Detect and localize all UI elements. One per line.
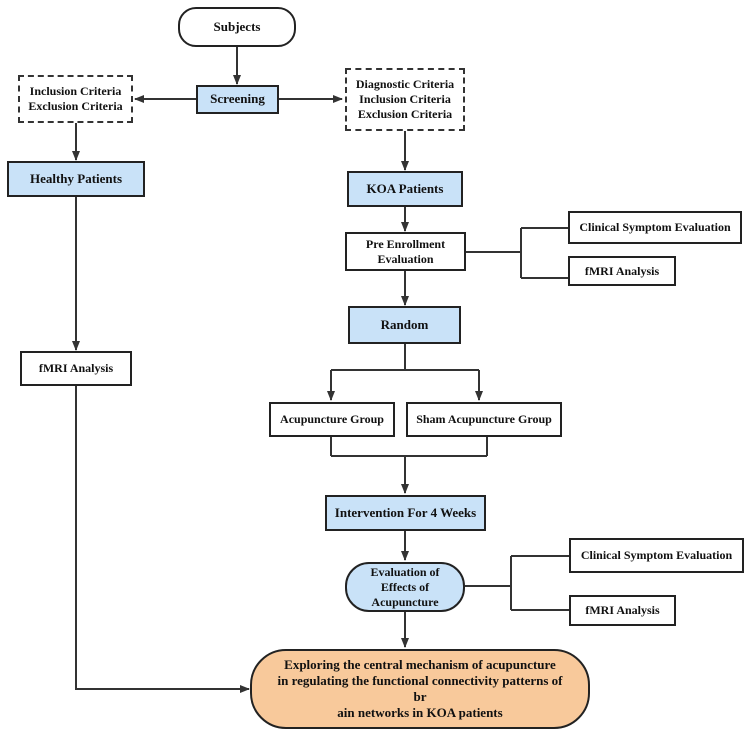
sham-acupuncture-group-node: Sham Acupuncture Group xyxy=(406,402,562,437)
clinical-evaluation-post-label: Clinical Symptom Evaluation xyxy=(580,548,733,562)
evaluation-effects-label: Evaluation of Effects of Acupuncture xyxy=(370,564,440,609)
pre-enrollment-label: Pre Enrollment Evaluation xyxy=(365,236,446,266)
clinical-evaluation-post-node: Clinical Symptom Evaluation xyxy=(569,538,744,573)
acupuncture-group-label: Acupuncture Group xyxy=(280,412,384,426)
random-node: Random xyxy=(348,306,461,344)
screening-label: Screening xyxy=(210,91,265,107)
right-criteria-label: Diagnostic Criteria Inclusion Criteria E… xyxy=(355,77,455,121)
subjects-node: Subjects xyxy=(178,7,296,47)
koa-patients-node: KOA Patients xyxy=(347,171,463,207)
fmri-analysis-post-node: fMRI Analysis xyxy=(569,595,676,626)
left-criteria-box: Inclusion Criteria Exclusion Criteria xyxy=(18,75,133,123)
pre-enrollment-node: Pre Enrollment Evaluation xyxy=(345,232,466,271)
fmri-analysis-healthy-label: fMRI Analysis xyxy=(38,361,114,375)
conclusion-label: Exploring the central mechanism of acupu… xyxy=(277,656,563,721)
fmri-analysis-pre-node: fMRI Analysis xyxy=(568,256,676,286)
subjects-label: Subjects xyxy=(213,18,261,34)
intervention-node: Intervention For 4 Weeks xyxy=(325,495,486,531)
arrow-fmri-conclusion xyxy=(75,386,250,693)
sham-acupuncture-group-label: Sham Acupuncture Group xyxy=(416,412,552,426)
healthy-patients-node: Healthy Patients xyxy=(7,161,145,197)
clinical-evaluation-pre-label: Clinical Symptom Evaluation xyxy=(579,220,731,234)
fmri-analysis-healthy-node: fMRI Analysis xyxy=(20,351,132,386)
left-criteria-label: Inclusion Criteria Exclusion Criteria xyxy=(28,84,123,113)
fmri-analysis-pre-label: fMRI Analysis xyxy=(584,263,660,278)
right-criteria-box: Diagnostic Criteria Inclusion Criteria E… xyxy=(345,68,465,131)
clinical-evaluation-pre-node: Clinical Symptom Evaluation xyxy=(568,211,742,244)
fmri-analysis-post-label: fMRI Analysis xyxy=(585,603,660,617)
koa-patients-label: KOA Patients xyxy=(366,180,444,196)
acupuncture-group-node: Acupuncture Group xyxy=(269,402,395,437)
random-label: Random xyxy=(380,316,429,332)
screening-node: Screening xyxy=(196,85,279,114)
conclusion-node: Exploring the central mechanism of acupu… xyxy=(250,649,590,729)
intervention-label: Intervention For 4 Weeks xyxy=(334,504,477,520)
healthy-patients-label: Healthy Patients xyxy=(29,170,123,186)
evaluation-effects-node: Evaluation of Effects of Acupuncture xyxy=(345,562,465,612)
